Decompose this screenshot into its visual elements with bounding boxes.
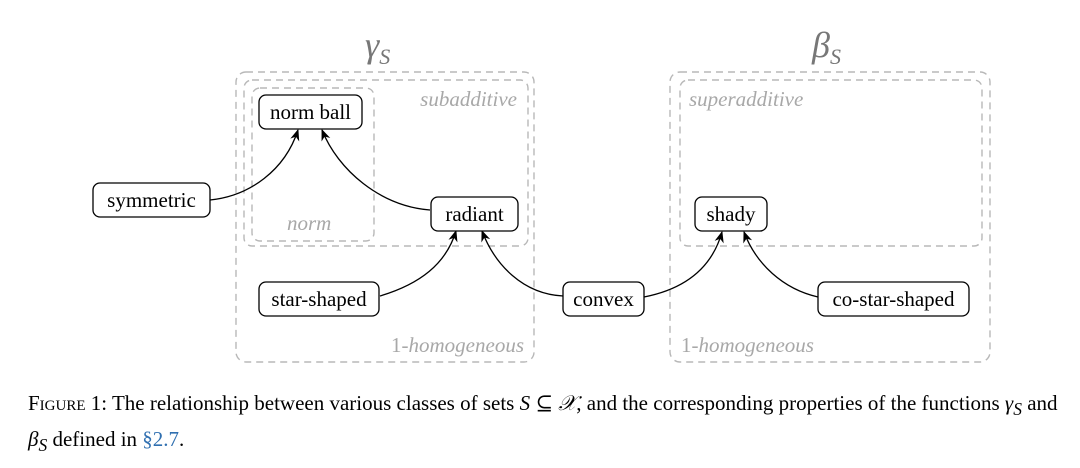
gamma-homogeneous-region bbox=[235, 71, 535, 363]
caption-space-symbol: 𝒳 bbox=[558, 391, 577, 415]
caption-text-2: , and the corresponding properties of th… bbox=[576, 391, 1005, 415]
node-co-star-shaped-label: co-star-shaped bbox=[832, 287, 955, 311]
node-star-shaped-label: star-shaped bbox=[271, 287, 367, 311]
caption-text-1: The relationship between various classes… bbox=[107, 391, 520, 415]
node-co-star-shaped: co-star-shaped bbox=[817, 281, 970, 317]
node-convex: convex bbox=[562, 281, 645, 317]
caption-set-variable: S bbox=[519, 391, 531, 415]
caption-subseteq: ⊆ bbox=[530, 391, 559, 415]
edge-symmetric-to-norm-ball bbox=[209, 128, 300, 201]
node-shady: shady bbox=[694, 196, 768, 232]
node-shady-label: shady bbox=[707, 202, 756, 226]
node-norm-ball-label: norm ball bbox=[270, 100, 351, 124]
caption-gamma-sub: S bbox=[1013, 399, 1022, 420]
caption-and: and bbox=[1021, 391, 1058, 415]
gamma-homogeneous-label: 1-homogeneous bbox=[391, 333, 524, 357]
gamma-homogeneous-word: homogeneous bbox=[409, 333, 524, 357]
section-reference-link[interactable]: §2.7 bbox=[142, 427, 180, 452]
edge-co-star-shaped-to-shady bbox=[743, 230, 819, 298]
norm-region bbox=[251, 87, 375, 242]
beta-homogeneous-word: homogeneous bbox=[699, 333, 814, 357]
beta-homogeneous-label: 1-homogeneous bbox=[681, 333, 814, 357]
beta-subscript: S bbox=[830, 44, 841, 69]
gamma-subscript: S bbox=[379, 44, 390, 69]
norm-label: norm bbox=[287, 211, 331, 235]
beta-homogeneous-number: 1- bbox=[681, 333, 699, 357]
relationship-diagram: γS βS subadditive norm superadditive 1-h… bbox=[92, 25, 991, 363]
edge-convex-to-shady bbox=[643, 230, 724, 298]
gamma-homogeneous-number: 1- bbox=[391, 333, 409, 357]
beta-header: βS bbox=[811, 25, 841, 69]
node-symmetric: symmetric bbox=[92, 182, 211, 218]
beta-homogeneous-region bbox=[669, 71, 991, 363]
node-radiant-label: radiant bbox=[445, 202, 503, 226]
edge-convex-to-radiant bbox=[481, 229, 564, 297]
figure-label: Figure 1: bbox=[28, 391, 108, 415]
gamma-symbol: γ bbox=[365, 25, 380, 65]
node-star-shaped: star-shaped bbox=[258, 281, 380, 317]
figure-caption: Figure 1: The relationship between vario… bbox=[28, 388, 1058, 460]
superadditive-label: superadditive bbox=[689, 87, 803, 111]
subadditive-region bbox=[243, 79, 529, 247]
node-symmetric-label: symmetric bbox=[107, 188, 196, 212]
beta-symbol: β bbox=[811, 25, 830, 65]
caption-beta-sub: S bbox=[38, 435, 48, 456]
edge-radiant-to-norm-ball bbox=[321, 128, 431, 211]
caption-gamma: γ bbox=[1004, 391, 1014, 415]
node-radiant: radiant bbox=[430, 196, 519, 232]
caption-beta: β bbox=[28, 427, 39, 452]
subadditive-label: subadditive bbox=[420, 87, 517, 111]
superadditive-region bbox=[679, 79, 983, 247]
node-convex-label: convex bbox=[573, 287, 634, 311]
gamma-header: γS bbox=[365, 25, 390, 69]
caption-text-3: defined in bbox=[47, 427, 143, 452]
edge-star-shaped-to-radiant bbox=[379, 229, 458, 297]
node-norm-ball: norm ball bbox=[258, 94, 363, 130]
caption-period: . bbox=[179, 427, 185, 452]
